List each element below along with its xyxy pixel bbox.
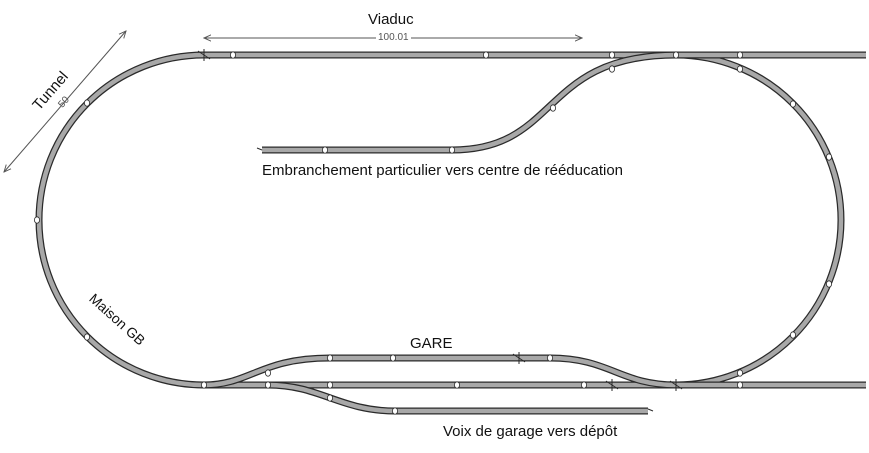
rail-joint — [550, 104, 557, 112]
rail-joint — [389, 354, 396, 362]
dimension-tunnel: 50 — [4, 31, 126, 172]
embranchement-label: Embranchement particulier vers centre de… — [262, 162, 624, 179]
rail-joint — [326, 354, 333, 362]
rail-joint — [609, 65, 616, 73]
rail-joint — [609, 51, 616, 59]
track-storage-garage — [267, 381, 648, 415]
rail-joint — [547, 354, 554, 362]
track-siding-embranchement — [262, 51, 677, 154]
track-end-mark — [647, 408, 654, 412]
rail-joint — [790, 100, 797, 108]
rail-joints — [34, 51, 833, 415]
viaduc-length-label: 100.01 — [376, 32, 411, 43]
rail-joint — [264, 369, 271, 377]
rail-joint — [826, 280, 833, 288]
insulator-mark — [669, 379, 683, 391]
insulator-mark — [605, 379, 619, 391]
rail-joint — [200, 381, 207, 389]
rail-joint — [737, 51, 744, 59]
rail-joint — [737, 369, 744, 377]
rail-joint — [229, 51, 236, 59]
rail-joint — [321, 146, 328, 154]
rail-joint — [790, 331, 797, 339]
gare-label: GARE — [410, 335, 453, 352]
rail-joint — [84, 99, 91, 107]
rail-joint — [391, 407, 398, 415]
track-markers — [197, 49, 683, 412]
voix-garage-label: Voix de garage vers dépôt — [443, 423, 618, 440]
viaduc-label: Viaduc — [368, 11, 414, 28]
track-end-mark — [256, 147, 263, 151]
rail-joint — [34, 216, 41, 224]
rail-joint — [326, 394, 333, 402]
rail-joint — [326, 381, 333, 389]
rail-joint — [84, 333, 91, 341]
insulator-mark — [197, 49, 211, 61]
rail-joint — [826, 153, 833, 161]
insulator-mark — [512, 352, 526, 364]
rail-joint — [673, 51, 680, 59]
rail-joint — [264, 381, 271, 389]
track-station-loop — [203, 354, 677, 389]
rail-joint — [453, 381, 460, 389]
track-layer — [35, 51, 866, 415]
rail-joint — [737, 381, 744, 389]
rail-joint — [448, 146, 455, 154]
rail-joint — [737, 65, 744, 73]
maison-gb-label: Maison GB — [86, 290, 148, 348]
rail-joint — [482, 51, 489, 59]
rail-joint — [581, 381, 588, 389]
